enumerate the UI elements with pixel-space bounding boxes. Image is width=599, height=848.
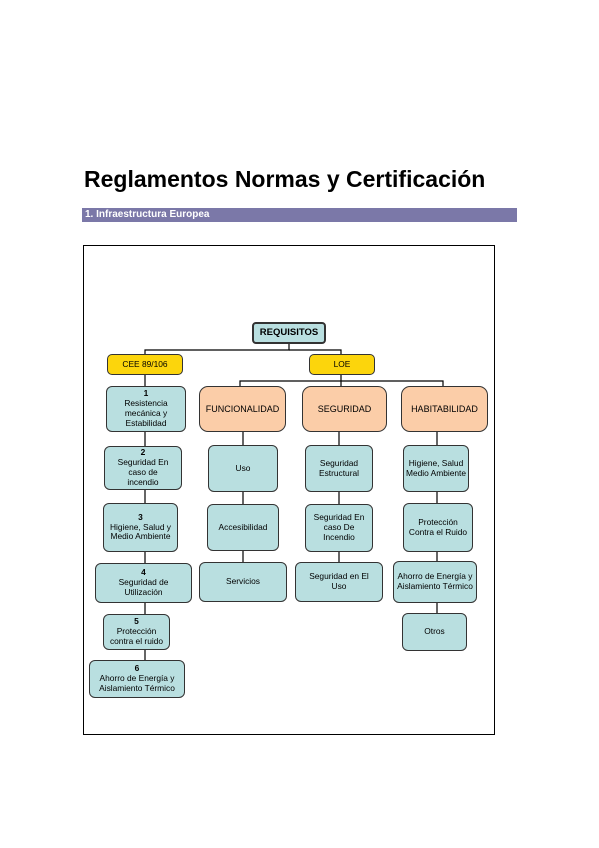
habitabilidad-item-ahorro: Ahorro de Energía y Aislamiento Térmico: [393, 561, 477, 603]
cee-item-number: 2: [140, 447, 146, 458]
funcionalidad-item-accesibilidad: Accesibilidad: [207, 504, 279, 551]
seguridad-node: SEGURIDAD: [302, 386, 387, 432]
seguridad-label: SEGURIDAD: [317, 403, 372, 414]
seguridad-item-text: Seguridad Estructural: [318, 457, 360, 478]
cee-item-text: Seguridad En caso de incendio: [117, 457, 169, 487]
habitabilidad-item-text: Protección Contra el Ruido: [408, 516, 468, 537]
cee-item-text: Higiene, Salud y Medio Ambiente: [110, 521, 171, 542]
cee-item-4: 4 Seguridad de Utilización: [95, 563, 192, 603]
funcionalidad-item-servicios: Servicios: [199, 562, 287, 602]
seguridad-item-text: Seguridad en El Uso: [309, 571, 369, 591]
funcionalidad-item-text: Uso: [235, 462, 251, 473]
cee-item-2: 2 Seguridad En caso de incendio: [104, 446, 182, 490]
funcionalidad-item-text: Servicios: [226, 576, 260, 587]
funcionalidad-label: FUNCIONALIDAD: [205, 403, 280, 414]
cee-item-text: Seguridad de Utilización: [118, 577, 169, 597]
habitabilidad-item-text: Higiene, Salud Medio Ambiente: [405, 457, 467, 478]
requisitos-node: REQUISITOS: [252, 322, 326, 344]
cee-label: CEE 89/106: [122, 358, 168, 369]
cee-node: CEE 89/106: [107, 354, 183, 375]
seguridad-item-text: Seguridad En caso De Incendio: [313, 512, 365, 542]
cee-item-3: 3 Higiene, Salud y Medio Ambiente: [103, 503, 178, 552]
seguridad-item-incendio: Seguridad En caso De Incendio: [305, 504, 373, 552]
habitabilidad-item-text: Ahorro de Energía y Aislamiento Térmico: [397, 571, 473, 591]
funcionalidad-item-text: Accesibilidad: [218, 521, 268, 532]
habitabilidad-item-otros: Otros: [402, 613, 467, 651]
section-header: 1. Infraestructura Europea: [82, 208, 517, 222]
habitabilidad-item-higiene: Higiene, Salud Medio Ambiente: [403, 445, 469, 492]
habitabilidad-label: HABITABILIDAD: [411, 403, 478, 414]
cee-item-text: Ahorro de Energía y Aislamiento Térmico: [99, 673, 175, 693]
cee-item-1: 1 Resistencia mecánica y Estabilidad: [106, 386, 186, 432]
loe-label: LOE: [333, 358, 351, 369]
habitabilidad-item-ruido: Protección Contra el Ruido: [403, 503, 473, 552]
loe-node: LOE: [309, 354, 375, 375]
habitabilidad-item-text: Otros: [424, 626, 445, 637]
habitabilidad-node: HABITABILIDAD: [401, 386, 488, 432]
cee-item-number: 3: [138, 511, 143, 522]
funcionalidad-node: FUNCIONALIDAD: [199, 386, 286, 432]
cee-item-5: 5 Protección contra el ruido: [103, 614, 170, 650]
seguridad-item-uso: Seguridad en El Uso: [295, 562, 383, 602]
requisitos-label: REQUISITOS: [259, 327, 319, 339]
page-title: Reglamentos Normas y Certificación: [84, 166, 486, 192]
funcionalidad-item-uso: Uso: [208, 445, 278, 492]
cee-item-number: 5: [134, 616, 139, 627]
cee-item-number: 1: [143, 388, 149, 399]
cee-item-number: 4: [141, 567, 146, 578]
cee-item-number: 6: [134, 663, 140, 674]
cee-item-text: Protección contra el ruido: [109, 626, 164, 646]
seguridad-item-estructural: Seguridad Estructural: [305, 445, 373, 492]
cee-item-6: 6 Ahorro de Energía y Aislamiento Térmic…: [89, 660, 185, 698]
diagram-frame: [83, 245, 495, 735]
cee-item-text: Resistencia mecánica y Estabilidad: [124, 398, 168, 428]
